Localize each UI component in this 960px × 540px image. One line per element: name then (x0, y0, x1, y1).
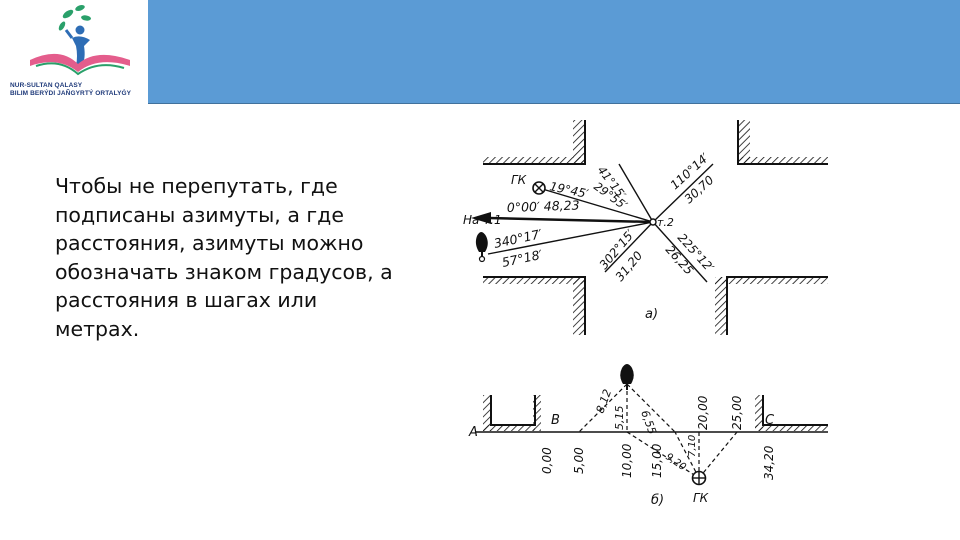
logo-emblem-icon (30, 5, 130, 76)
label-gk-b: ГК (693, 491, 709, 505)
label-t2: т.2 (657, 216, 674, 229)
wall-right-b (762, 395, 828, 426)
logo-text: NUR-SULTAN QALASY BILIM BERÝDI JAÑGYRTÝ … (10, 82, 131, 98)
logo: NUR-SULTAN QALASY BILIM BERÝDI JAÑGYRTÝ … (0, 0, 148, 104)
point-t2-icon (649, 218, 657, 226)
label-d-710: 7,10 (687, 435, 698, 457)
wall-bottom-right (715, 276, 828, 335)
arrow-head-icon (471, 212, 491, 224)
gk-target-b-icon (691, 470, 707, 486)
label-az-0: 0°00′ 48,23 (507, 197, 580, 215)
label-nat1: На т.1 (463, 213, 502, 227)
label-b-000: 0,00 (540, 447, 554, 474)
slide-body-text: Чтобы не перепутать, где подписаны азиму… (55, 174, 393, 341)
azimuth-diagram: ГК На т.1 т.2 19°45′ 41°15′ 29°55′ 0°00′… (463, 120, 828, 508)
label-b-3420: 34,20 (762, 445, 776, 480)
label-gk: ГК (511, 173, 527, 187)
caption-a: а) (645, 307, 658, 322)
label-B: В (551, 413, 560, 428)
label-d-515: 5,15 (613, 406, 626, 431)
landmark-tree-icon (475, 232, 488, 263)
diagram-b: А В С ГК б) 8,12 5,15 6,55 7,10 9,20 20,… (468, 364, 828, 508)
label-d-812: 8,12 (594, 388, 615, 415)
wall-top-left (483, 120, 586, 165)
dashed-lines (578, 383, 738, 479)
wall-bottom-left (483, 276, 586, 335)
label-A: А (468, 425, 478, 440)
label-b-500: 5,00 (572, 447, 586, 474)
label-d-920: 9,20 (663, 451, 688, 473)
label-b-1500: 15,00 (650, 443, 664, 478)
label-b-1000: 10,00 (620, 443, 634, 478)
wall-left-b (490, 395, 536, 426)
label-top-2500: 25,00 (730, 395, 744, 430)
logo-line-2: BILIM BERÝDI JAÑGYRTÝ ORTALYǴY (10, 90, 132, 97)
wall-top-right (737, 120, 828, 165)
logo-line-1: NUR-SULTAN QALASY (10, 82, 83, 89)
gk-target-icon (532, 181, 546, 195)
label-top-2000: 20,00 (696, 395, 710, 430)
caption-b: б) (651, 493, 664, 508)
landmark-tree-b-icon (620, 364, 634, 390)
label-C: С (765, 413, 775, 428)
header-bar (148, 0, 960, 104)
rays (487, 163, 714, 283)
diagram-a: ГК На т.1 т.2 19°45′ 41°15′ 29°55′ 0°00′… (463, 120, 828, 335)
